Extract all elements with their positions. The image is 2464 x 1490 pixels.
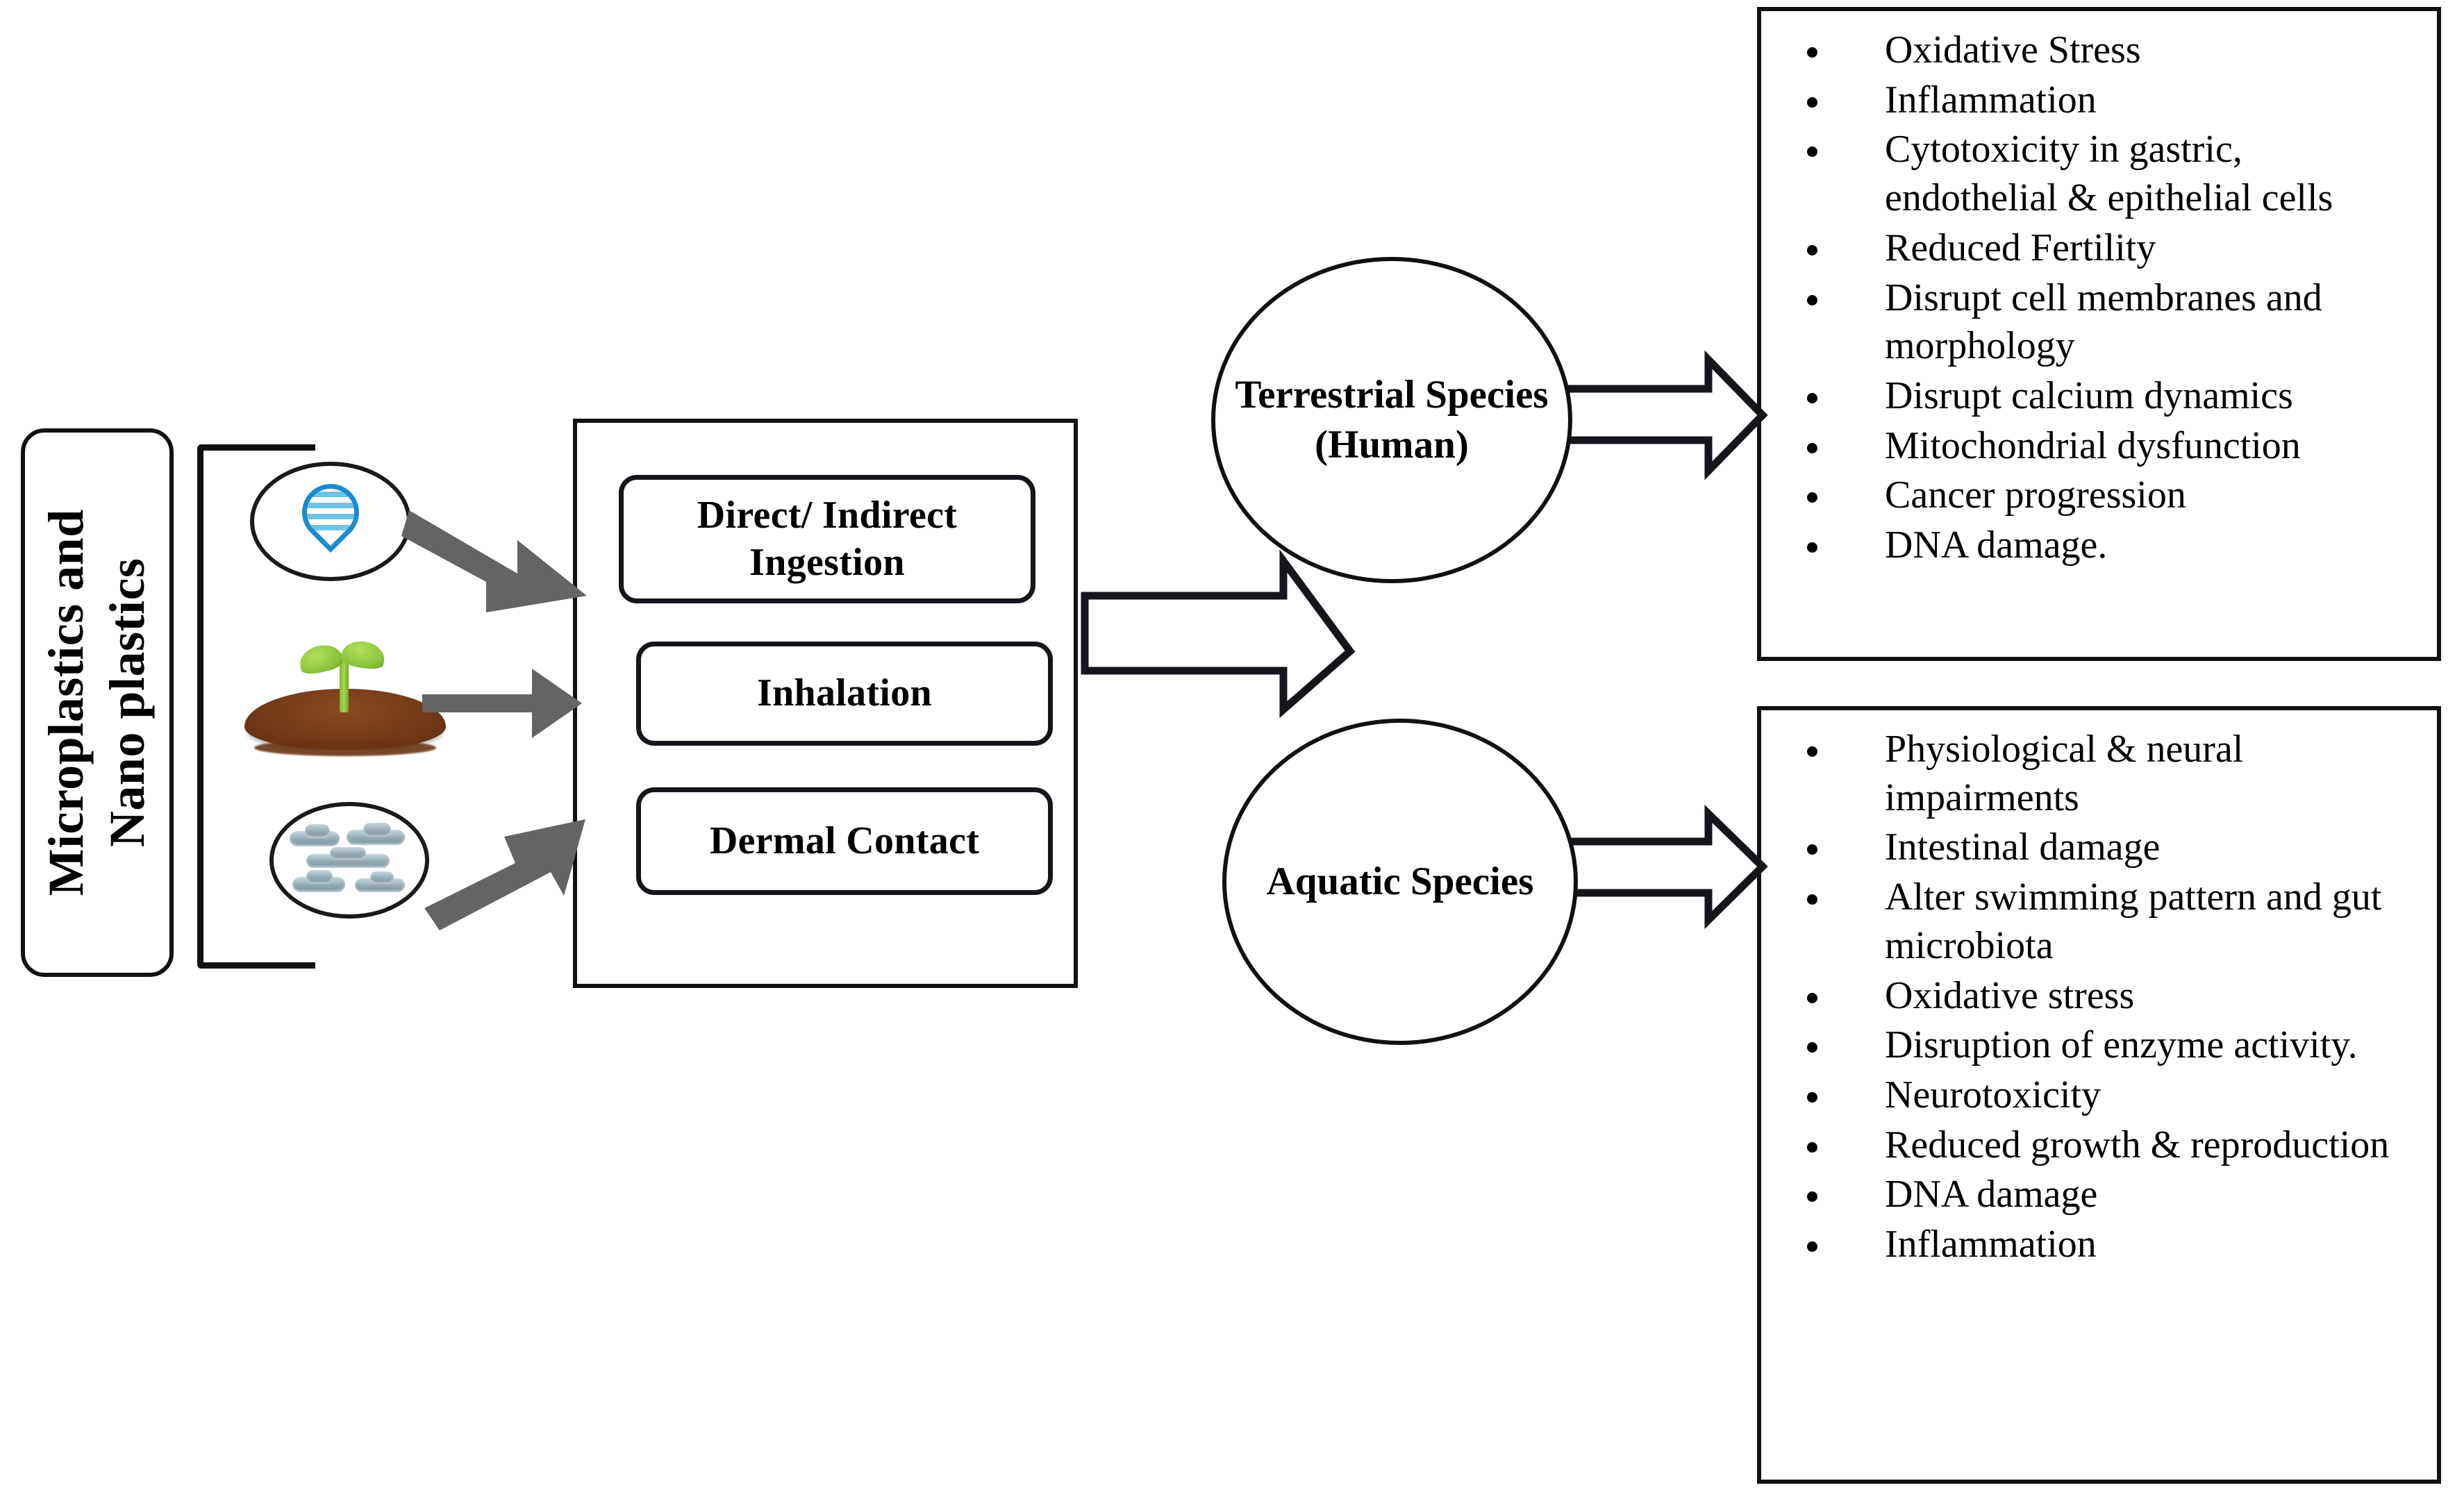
water-source-ellipse [250,462,411,581]
block-arrow-terrestrial-to-effects [1548,350,1768,480]
route-inhalation[interactable]: Inhalation [636,642,1053,746]
block-arrow-routes-to-receptors [1081,549,1356,719]
effect-list-item: Oxidative Stress [1774,26,2424,75]
effect-list-item: Cancer progression [1774,471,2424,520]
effect-list-item: Reduced Fertility [1774,224,2424,273]
effect-list-item: DNA damage [1774,1171,2424,1219]
soil-seedling-icon [244,638,446,755]
effect-list-item: Oxidative stress [1774,972,2424,1021]
effect-list-item: Intestinal damage [1774,823,2424,872]
route-ingestion[interactable]: Direct/ Indirect Ingestion [619,475,1035,603]
route-dermal-contact[interactable]: Dermal Contact [636,787,1053,895]
grey-arrow-soil [422,669,582,738]
source-label-line2: Nano plastics [99,558,155,848]
effect-list-item: Disrupt calcium dynamics [1774,372,2424,421]
grey-arrow-water [401,510,587,612]
effect-list-item: Inflammation [1774,1221,2424,1269]
effect-list-item: Reduced growth & reproduction [1774,1121,2424,1170]
clouds-icon [288,821,410,899]
effect-list-item: Physiological & neural impairments [1774,726,2424,822]
effect-list-item: Disrupt cell membranes and morphology [1774,274,2424,371]
exposure-routes-box: Direct/ Indirect Ingestion Inhalation De… [573,419,1078,988]
effect-list-item: DNA damage. [1774,521,2424,570]
block-arrow-aquatic-to-effects [1555,804,1768,930]
effect-list-item: Neurotoxicity [1774,1071,2424,1120]
receptor-aquatic-species[interactable]: Aquatic Species [1222,719,1578,1045]
effect-list-item: Inflammation [1774,76,2424,125]
air-source-ellipse [269,802,429,919]
effect-list-item: Mitochondrial dysfunction [1774,422,2424,471]
effect-list-item: Disruption of enzyme activity. [1774,1021,2424,1070]
source-label-line1: Microplastics and [38,509,94,896]
source-grouping-bracket [197,444,315,969]
effect-list-item: Cytotoxicity in gastric, endothelial & e… [1774,126,2424,222]
effect-list-item: Alter swimming pattern and gut microbiot… [1774,873,2424,970]
grey-arrow-air [424,819,585,930]
water-drop-icon [290,472,371,563]
receptor-terrestrial-species[interactable]: Terrestrial Species (Human) [1211,257,1572,583]
